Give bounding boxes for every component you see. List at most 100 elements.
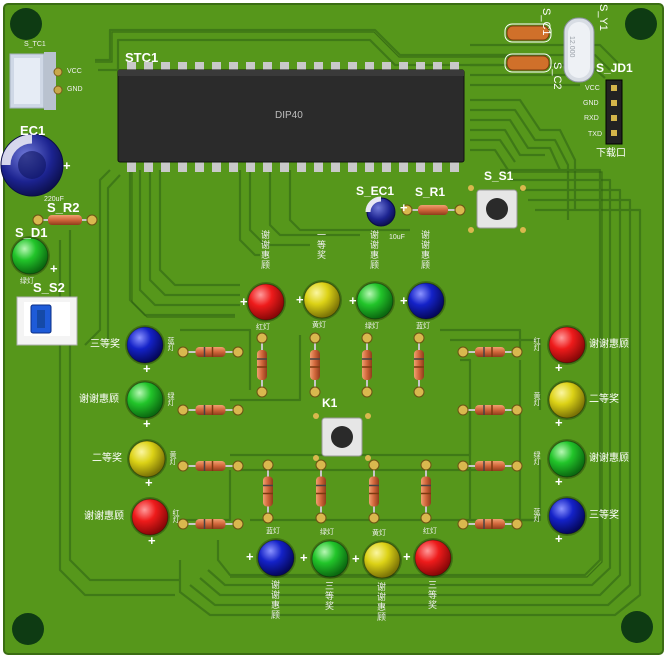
resistor-pad bbox=[177, 404, 189, 416]
resistor-pad bbox=[368, 459, 380, 471]
dip-pin-bottom bbox=[263, 160, 272, 172]
dip-pin-bottom bbox=[314, 160, 323, 172]
resistor-pad bbox=[457, 404, 469, 416]
dip-pin-top bbox=[416, 62, 425, 72]
s-c2-label: S_C2 bbox=[551, 62, 563, 90]
dip-pin-bottom bbox=[195, 160, 204, 172]
resistor-pad bbox=[262, 459, 274, 471]
s-r2-label: S_R2 bbox=[47, 200, 80, 215]
resistor-pad bbox=[457, 518, 469, 530]
dip-pin-bottom bbox=[178, 160, 187, 172]
led-right-plus: + bbox=[555, 531, 563, 546]
gnd-label: GND bbox=[67, 86, 83, 93]
led-right-blue bbox=[548, 497, 586, 535]
dip-pin-bottom bbox=[382, 160, 391, 172]
led-left-red bbox=[131, 498, 169, 536]
led-right-plus: + bbox=[555, 415, 563, 430]
led-right-color-label: 蓝灯 bbox=[533, 508, 540, 522]
resistor-pad bbox=[256, 386, 268, 398]
dip-pin-bottom bbox=[246, 160, 255, 172]
mount-hole-bottom-right bbox=[621, 611, 653, 643]
resistor bbox=[475, 519, 505, 529]
resistor bbox=[369, 476, 379, 507]
resistor-pad bbox=[177, 346, 189, 358]
dip-pin-top bbox=[246, 62, 255, 72]
resistor-pad bbox=[262, 512, 274, 524]
resistor-pad bbox=[511, 346, 523, 358]
led-bottom-color-label: 蓝灯 bbox=[266, 528, 280, 535]
ec1-label: EC1 bbox=[20, 123, 46, 138]
led-bottom-green bbox=[311, 540, 349, 578]
mount-hole-top-right bbox=[625, 8, 657, 40]
led-s-d1 bbox=[11, 237, 49, 275]
led-right-prize-label: 三等奖 bbox=[589, 510, 619, 521]
resistor-pad bbox=[315, 512, 327, 524]
resistor-pad bbox=[256, 332, 268, 344]
led-top-prize-label: 谢谢惠顾 bbox=[420, 230, 430, 270]
resistor bbox=[316, 476, 326, 507]
resistor-pad bbox=[315, 459, 327, 471]
resistor-pad bbox=[309, 386, 321, 398]
led-left-color-label: 蓝灯 bbox=[167, 337, 174, 351]
resistor-pad bbox=[177, 518, 189, 530]
led-right-color-label: 黄灯 bbox=[533, 392, 540, 406]
crystal-marking: 12.000 bbox=[568, 36, 575, 58]
mount-hole-top-left bbox=[10, 8, 42, 40]
led-right-plus: + bbox=[555, 360, 563, 375]
s-d1-sub: 绿灯 bbox=[20, 278, 34, 285]
resistor-pad bbox=[309, 332, 321, 344]
led-bottom-plus: + bbox=[246, 549, 254, 564]
resistor-pad bbox=[457, 460, 469, 472]
led-right-color-label: 绿灯 bbox=[533, 451, 540, 465]
led-left-prize-label: 谢谢惠顾 bbox=[84, 511, 124, 522]
dip-pin-top bbox=[212, 62, 221, 72]
resistor bbox=[475, 347, 505, 357]
resistor-pad bbox=[420, 459, 432, 471]
led-top-prize-label: 谢谢惠顾 bbox=[369, 230, 379, 270]
dip-pin-bottom bbox=[331, 160, 340, 172]
resistor-pad bbox=[361, 332, 373, 344]
jd-pin-gnd: GND bbox=[583, 100, 599, 107]
led-left-color-label: 黄灯 bbox=[169, 451, 176, 465]
led-top-color-label: 黄灯 bbox=[312, 322, 326, 329]
dip-pin-top bbox=[297, 62, 306, 72]
led-right-plus: + bbox=[555, 474, 563, 489]
led-top-color-label: 蓝灯 bbox=[416, 323, 430, 330]
dip-pin-top bbox=[144, 62, 153, 72]
dip-pin-top bbox=[399, 62, 408, 72]
vcc-label: VCC bbox=[67, 68, 82, 75]
dip-pin-bottom bbox=[365, 160, 374, 172]
s-s2-label: S_S2 bbox=[33, 280, 65, 295]
led-left-prize-label: 二等奖 bbox=[92, 453, 122, 464]
led-bottom-plus: + bbox=[352, 551, 360, 566]
dip-pin-bottom bbox=[399, 160, 408, 172]
resistor-pad bbox=[361, 386, 373, 398]
s-jd1-label: S_JD1 bbox=[596, 61, 633, 75]
resistor-pad bbox=[232, 404, 244, 416]
s-ec1-value: 10uF bbox=[389, 234, 405, 241]
dip-pin-top bbox=[280, 62, 289, 72]
led-top-red bbox=[247, 283, 285, 321]
resistor bbox=[362, 350, 372, 380]
led-top-green bbox=[356, 282, 394, 320]
led-left-plus: + bbox=[145, 475, 153, 490]
dip-pin-bottom bbox=[416, 160, 425, 172]
dip-pin-bottom bbox=[161, 160, 170, 172]
dip-pin-top bbox=[382, 62, 391, 72]
resistor bbox=[195, 405, 226, 415]
resistor bbox=[263, 476, 273, 507]
ic-marking: DIP40 bbox=[275, 110, 303, 121]
resistor-pad bbox=[511, 460, 523, 472]
s-ec1-label: S_EC1 bbox=[356, 184, 395, 198]
resistor bbox=[195, 461, 226, 471]
resistor-pad bbox=[232, 518, 244, 530]
dip-pin-top bbox=[161, 62, 170, 72]
led-bottom-color-label: 红灯 bbox=[423, 528, 437, 535]
led-bottom-blue bbox=[257, 539, 295, 577]
led-right-prize-label: 谢谢惠顾 bbox=[589, 453, 629, 464]
led-left-plus: + bbox=[143, 361, 151, 376]
dip-pin-top bbox=[263, 62, 272, 72]
led-left-plus: + bbox=[143, 416, 151, 431]
dip-pin-top bbox=[348, 62, 357, 72]
